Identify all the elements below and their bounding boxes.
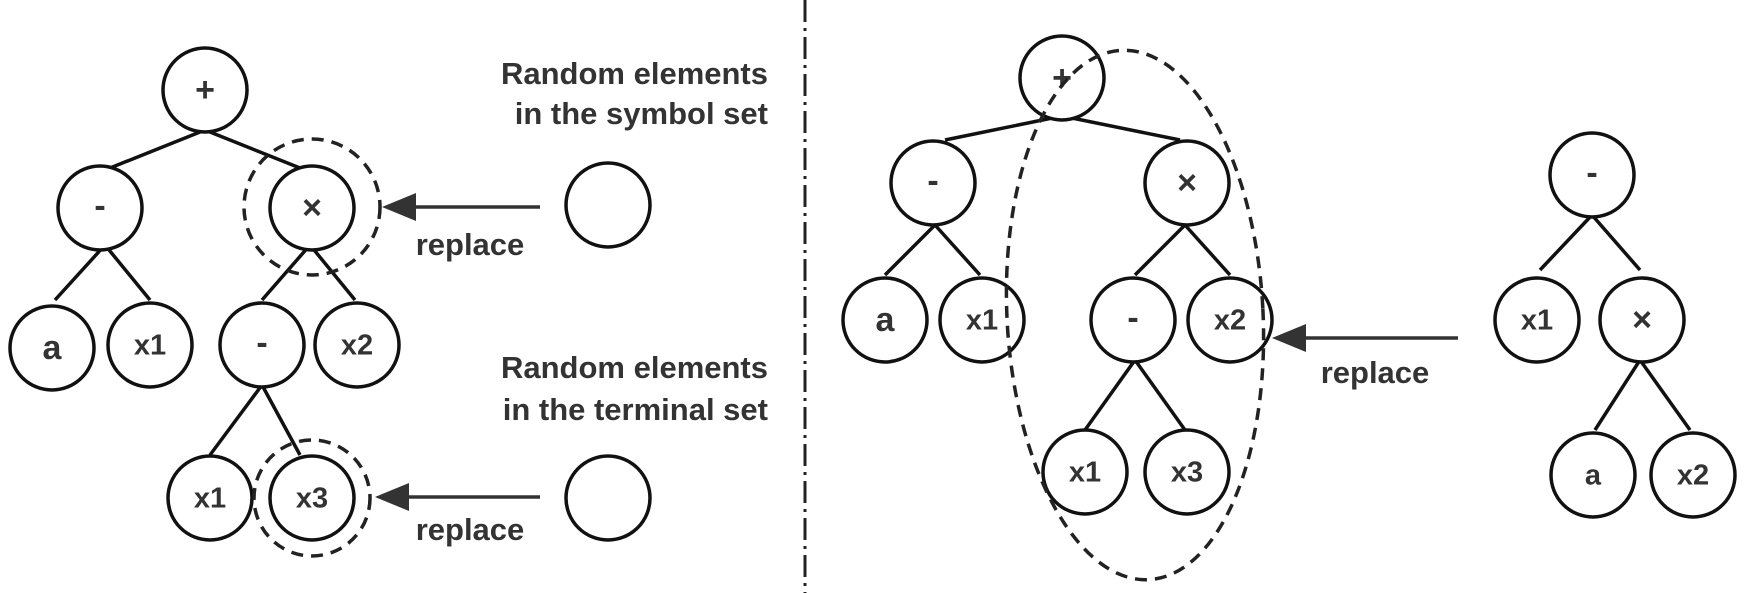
left-node-x2: x2 <box>313 301 401 389</box>
right-node-a-label: a <box>876 301 896 339</box>
new-node-x1-label: x1 <box>1521 305 1553 337</box>
left-node-times-label: × <box>302 189 322 227</box>
left-node-x3-label: x3 <box>296 483 328 515</box>
left-times-selection-circle <box>242 137 382 277</box>
right-node-minus2-label: - <box>1127 299 1138 337</box>
left-node-times: × <box>268 164 356 252</box>
left-node-x1-label: x1 <box>134 330 166 362</box>
new-node-x1: x1 <box>1493 276 1581 364</box>
left-node-root: + <box>161 46 249 134</box>
left-node-minus: - <box>56 164 144 252</box>
new-node-a: a <box>1549 431 1637 519</box>
right-node-x1: x1 <box>938 276 1026 364</box>
left-node-minus-label: - <box>94 187 105 225</box>
new-subtree-edges <box>1538 213 1692 432</box>
symbol-set-label-line1: Random elements <box>501 56 768 91</box>
left-node-root-label: + <box>195 71 215 109</box>
right-node-minus2: - <box>1089 276 1177 364</box>
replace-arrow-bottom <box>375 483 540 511</box>
replace-label-right: replace <box>1321 355 1430 390</box>
left-node-x1-low-label: x1 <box>194 483 226 515</box>
right-subtree-selection-ellipse <box>1004 48 1266 582</box>
right-node-x2-label: x2 <box>1214 305 1246 337</box>
new-node-root-label: - <box>1586 154 1597 192</box>
left-node-minus2-label: - <box>256 324 267 362</box>
new-node-x2: x2 <box>1649 431 1737 519</box>
right-node-times: × <box>1143 139 1231 227</box>
left-x3-selection-circle <box>252 438 372 558</box>
right-node-x3-label: x3 <box>1171 457 1203 489</box>
left-node-a: a <box>8 304 96 392</box>
terminal-set-empty-node <box>564 454 652 542</box>
right-node-x1-label: x1 <box>966 305 998 337</box>
replace-arrow-top <box>382 193 540 221</box>
replace-label-bottom: replace <box>416 512 525 547</box>
left-node-a-label: a <box>43 329 63 367</box>
new-node-x2-label: x2 <box>1677 460 1709 492</box>
new-node-a-label: a <box>1585 460 1602 492</box>
new-node-times: × <box>1598 276 1686 364</box>
replace-label-top: replace <box>416 227 525 262</box>
right-node-minus: - <box>889 139 977 227</box>
symbol-set-empty-node <box>564 161 652 249</box>
right-panel: + - × a x1 - x2 x1 <box>841 34 1737 582</box>
new-node-times-label: × <box>1632 301 1652 339</box>
right-node-a: a <box>841 276 929 364</box>
right-node-root: + <box>1018 34 1106 122</box>
right-node-x1-low-label: x1 <box>1069 457 1101 489</box>
left-node-x3: x3 <box>268 454 356 542</box>
right-node-x3: x3 <box>1143 428 1231 516</box>
right-node-times-label: × <box>1177 164 1197 202</box>
left-node-x2-label: x2 <box>341 330 373 362</box>
replace-arrow-right <box>1272 324 1458 352</box>
left-node-x1: x1 <box>106 301 194 389</box>
symbol-set-label-line2: in the symbol set <box>515 96 768 131</box>
terminal-set-label-line2: in the terminal set <box>503 392 768 427</box>
right-tree-edges <box>883 114 1232 432</box>
left-node-minus2: - <box>218 301 306 389</box>
right-node-x2: x2 <box>1186 276 1274 364</box>
right-node-root-label: + <box>1052 59 1072 97</box>
terminal-set-label-line1: Random elements <box>501 350 768 385</box>
new-node-root: - <box>1548 131 1636 219</box>
left-panel: + - × a x1 - x2 x1 <box>8 46 768 558</box>
left-node-x1-low: x1 <box>166 454 254 542</box>
right-node-minus-label: - <box>927 162 938 200</box>
right-node-x1-low: x1 <box>1041 428 1129 516</box>
